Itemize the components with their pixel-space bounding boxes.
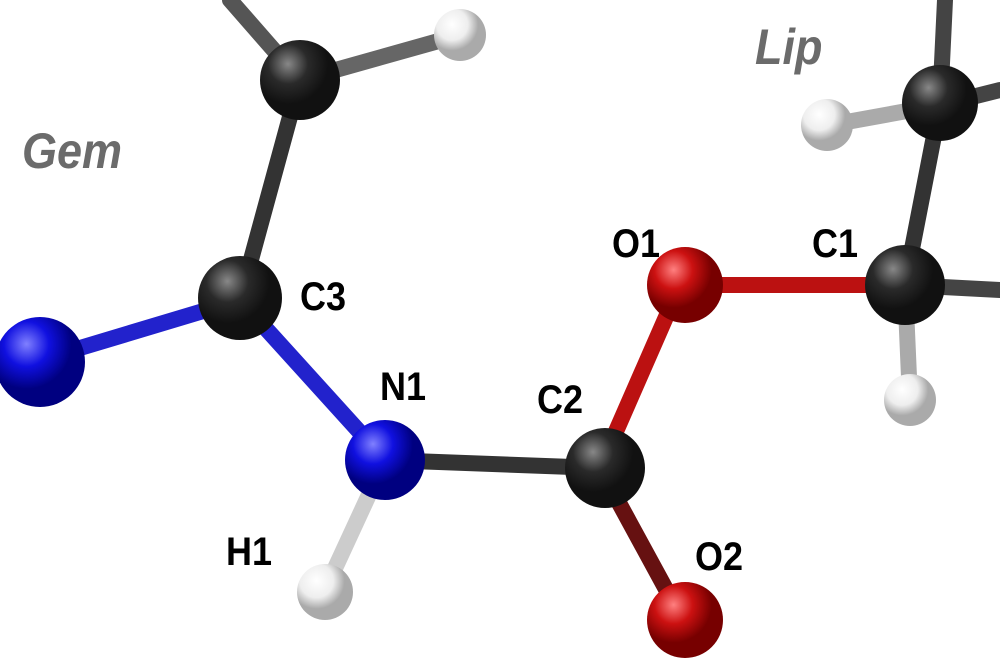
c1-label: C1	[812, 222, 859, 266]
o2-label: O2	[695, 535, 744, 579]
carbon-atom-c3	[198, 256, 282, 340]
gem-label: Gem	[22, 123, 123, 179]
carbon-atom	[260, 40, 340, 120]
nitrogen-atom	[0, 317, 85, 407]
h1-label: H1	[226, 530, 273, 574]
hydrogen-atom	[801, 99, 853, 151]
c3-label: C3	[300, 275, 347, 319]
nitrogen-atom-n1	[345, 420, 425, 500]
hydrogen-atom-h1	[297, 564, 353, 620]
carbon-atom-c1	[865, 245, 945, 325]
lip-label: Lip	[755, 19, 823, 75]
carbon-atom-c2	[565, 428, 645, 508]
hydrogen-atom	[884, 374, 936, 426]
oxygen-atom-o2	[647, 582, 723, 658]
c2-label: C2	[537, 378, 584, 422]
n1-label: N1	[380, 365, 427, 409]
carbon-atom	[902, 65, 978, 141]
oxygen-atom-o1	[647, 247, 723, 323]
hydrogen-atom	[434, 9, 486, 61]
o1-label: O1	[612, 222, 661, 266]
